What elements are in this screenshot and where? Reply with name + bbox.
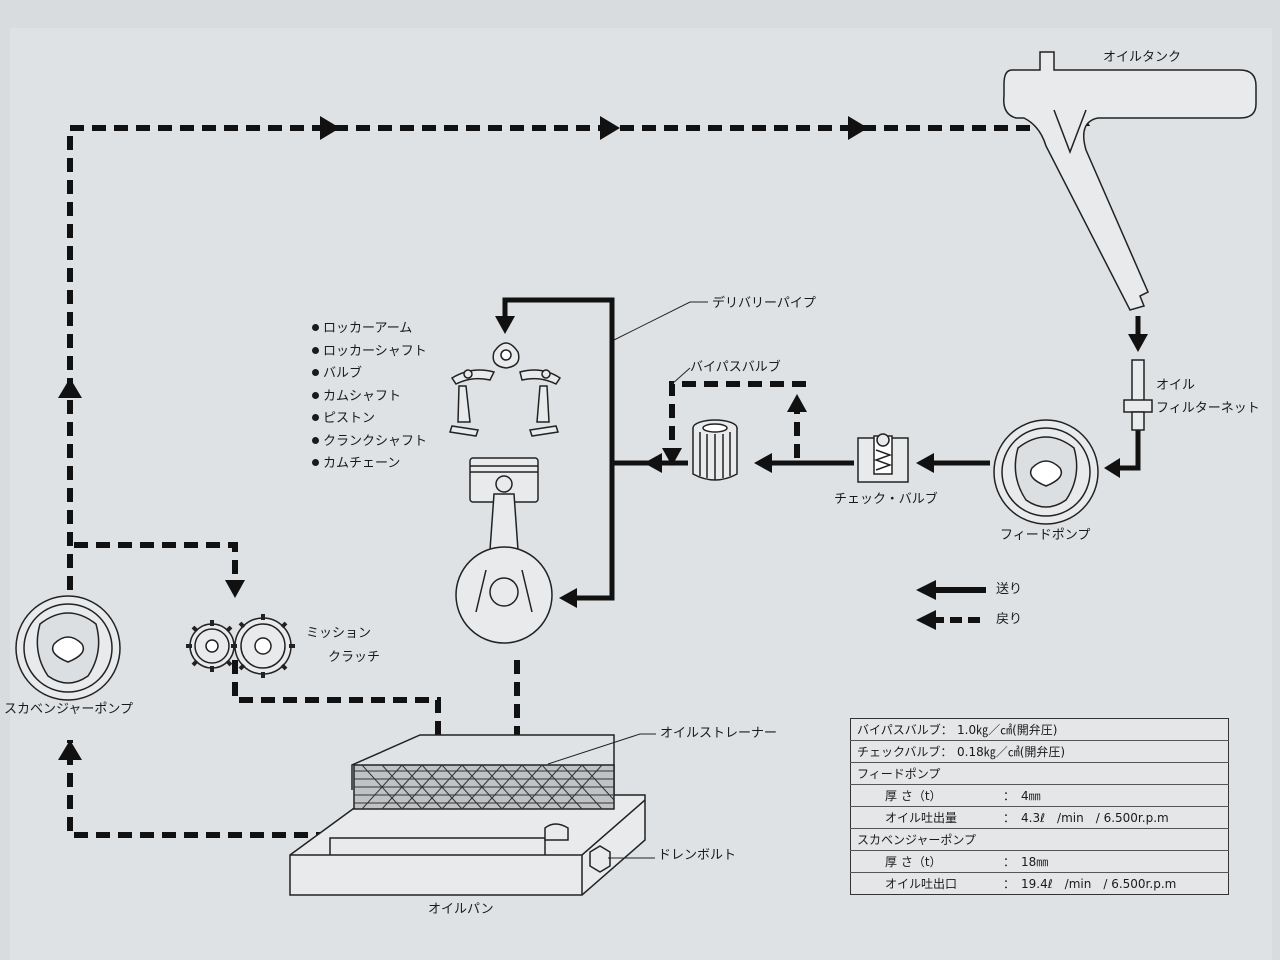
mission-label: ミッション [306, 626, 372, 641]
bullet-icon [312, 369, 319, 376]
list-item: ロッカーアーム [312, 318, 427, 341]
table-row: オイル吐出口： 19.4ℓ /min / 6.500r.p.m [885, 877, 1177, 891]
legend [916, 580, 986, 630]
feed-arrowheads [495, 316, 1148, 608]
feed-lines [502, 297, 1141, 601]
leader-delivery-pipe [613, 301, 708, 341]
oil-strainer-label: オイルストレーナー [660, 726, 778, 741]
feed-pump [993, 419, 1099, 525]
list-item: ロッカーシャフト [312, 341, 427, 364]
delivery-pipe-line [502, 297, 615, 463]
table-row: バイパスバルブ：1.0㎏／㎠(開弁圧) [850, 718, 1229, 741]
table-row: 厚 さ（t）： 4㎜ [850, 784, 1229, 807]
spec-table: バイパスバルブ：1.0㎏／㎠(開弁圧) チェックバルブ：0.18㎏／㎠(開弁圧)… [850, 718, 1229, 895]
check-valve-label: チェック・バルブ [834, 492, 938, 507]
table-row: フィードポンプ [850, 762, 1229, 785]
leader-bypass-valve [671, 367, 691, 385]
bullet-icon [312, 324, 319, 331]
table-row: オイル吐出量： 4.3ℓ /min / 6.500r.p.m [850, 806, 1229, 829]
list-item: バルブ [312, 363, 427, 386]
table-row: チェックバルブ：0.18㎏／㎠(開弁圧) [850, 740, 1229, 763]
bullet-icon [312, 414, 319, 421]
delivery-pipe-label: デリバリーパイプ [712, 296, 816, 311]
leader-lines [547, 301, 708, 859]
feed-pump-label: フィードポンプ [1000, 528, 1091, 543]
list-item: カムシャフト [312, 386, 427, 409]
clutch-label: クラッチ [328, 650, 381, 665]
table-row: スカベンジャーポンプ [850, 828, 1229, 851]
list-item: ピストン [312, 408, 427, 431]
bypass-valve-label: バイパスバルブ [690, 360, 781, 375]
check-valve [857, 433, 909, 483]
oil-tank [1003, 51, 1257, 311]
table-row: 厚 さ（t）： 18㎜ [850, 850, 1229, 873]
list-item: カムチェーン [312, 453, 427, 476]
oil-pan [289, 734, 646, 896]
bullet-icon [312, 459, 319, 466]
valvetrain [449, 342, 562, 437]
oil-filter-net-label-2: フィルターネット [1156, 401, 1260, 416]
piston-crank [455, 457, 553, 644]
oil-filter-element [692, 419, 738, 481]
lubricated-parts-list: ロッカーアーム ロッカーシャフト バルブ カムシャフト ピストン クランクシャフ… [312, 318, 427, 476]
legend-return-label: 戻り [996, 612, 1023, 627]
bullet-icon [312, 391, 319, 399]
oil-filter-net-label-1: オイル [1156, 378, 1196, 393]
leader-oil-strainer [547, 733, 656, 765]
scavenger-pump [15, 595, 121, 701]
scavenger-pump-label: スカベンジャーポンプ [4, 702, 133, 717]
transmission-gears [186, 614, 295, 678]
feed-line-filter-to-pump [1118, 430, 1141, 471]
oil-filter-net [1123, 359, 1153, 431]
bullet-icon [312, 436, 319, 444]
legend-feed-label: 送り [996, 582, 1023, 597]
drain-bolt-label: ドレンボルト [658, 848, 737, 863]
list-item: クランクシャフト [312, 431, 427, 454]
oil-pan-label: オイルパン [428, 902, 494, 917]
return-line-scav-to-gears [74, 542, 238, 590]
oil-tank-label: オイルタンク [1103, 50, 1182, 65]
bullet-icon [312, 346, 319, 354]
